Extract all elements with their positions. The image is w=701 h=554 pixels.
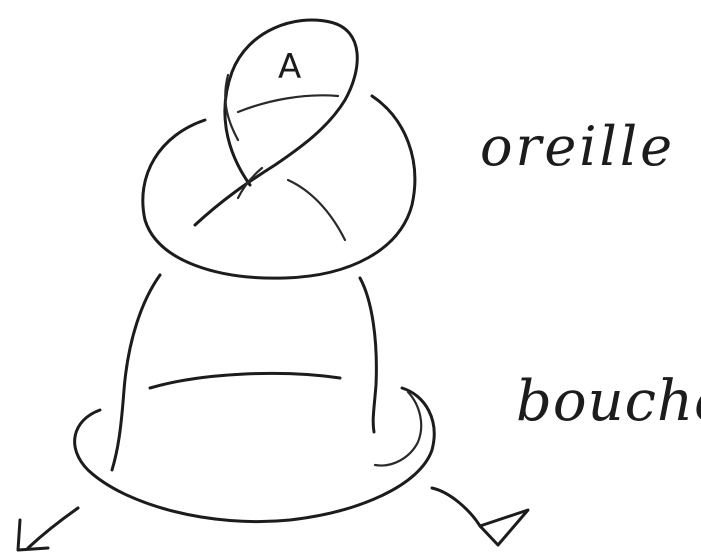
bouche-left-side bbox=[112, 275, 160, 470]
bouche-right-side bbox=[360, 278, 376, 432]
bouche-knot bbox=[75, 275, 435, 522]
region-a-label: A bbox=[278, 47, 301, 87]
oreille-top-strand bbox=[238, 95, 338, 112]
bouche-bottom-oval bbox=[75, 388, 435, 522]
oreille-label: oreille bbox=[480, 115, 675, 178]
loose-ends bbox=[18, 488, 528, 550]
oreille-inner-loop bbox=[195, 20, 357, 225]
bouche-label: bouche bbox=[516, 369, 701, 434]
oreille-right-strand bbox=[288, 180, 345, 240]
oreille-outer-lobe bbox=[143, 96, 415, 278]
right-arrowhead bbox=[480, 510, 528, 545]
left-end-strand bbox=[28, 508, 78, 548]
right-end-strand bbox=[432, 488, 480, 526]
bouche-inner-arc bbox=[150, 373, 340, 388]
bouche-right-curve bbox=[375, 392, 421, 466]
